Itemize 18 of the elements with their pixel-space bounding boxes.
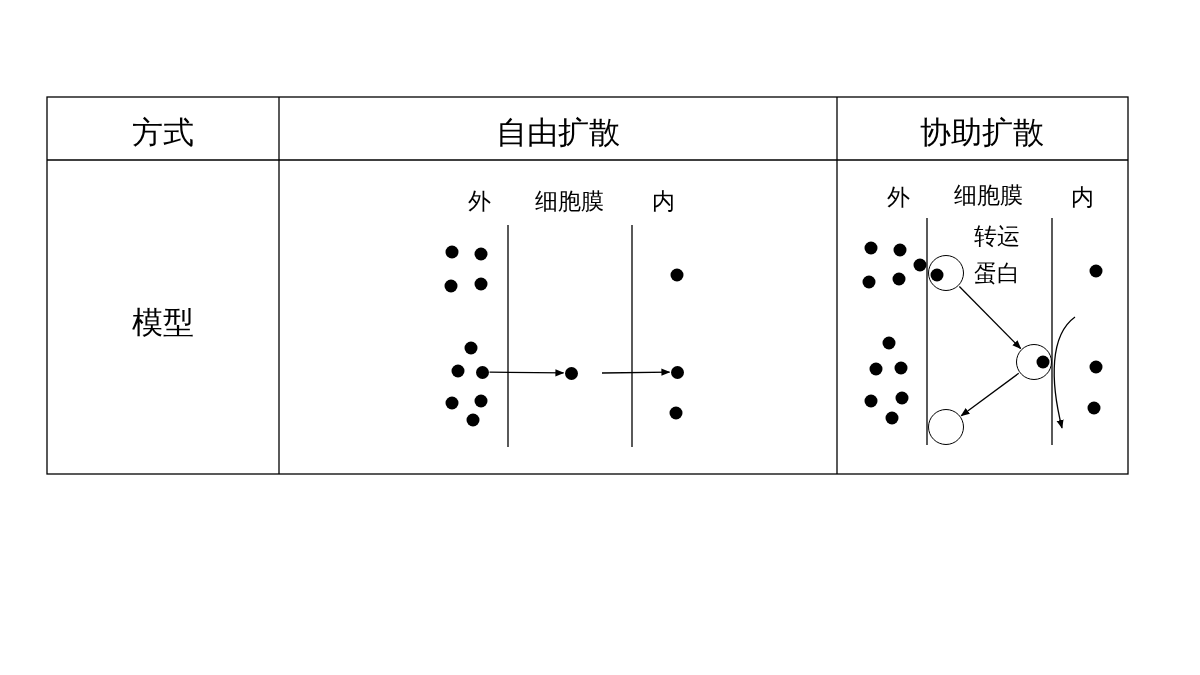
row-label: 模型 [132,305,194,341]
region-label: 内 [1070,183,1094,211]
molecule-dot [670,365,684,379]
region-label: 外 [467,187,491,215]
arrow [601,368,671,376]
arrow [958,285,1022,350]
arrow [488,369,565,377]
arrow [960,372,1020,417]
header-text: 方式 [132,115,194,151]
molecule-dot [564,366,578,380]
region-label: 内 [651,187,675,215]
molecule-dot [475,365,489,379]
header-text: 自由扩散 [496,115,620,151]
header-text: 协助扩散 [920,115,1044,151]
region-label: 外 [886,183,910,211]
region-label: 细胞膜 [953,181,1023,209]
protein-label: 转运蛋白 [973,222,1021,288]
region-label: 细胞膜 [534,187,604,215]
